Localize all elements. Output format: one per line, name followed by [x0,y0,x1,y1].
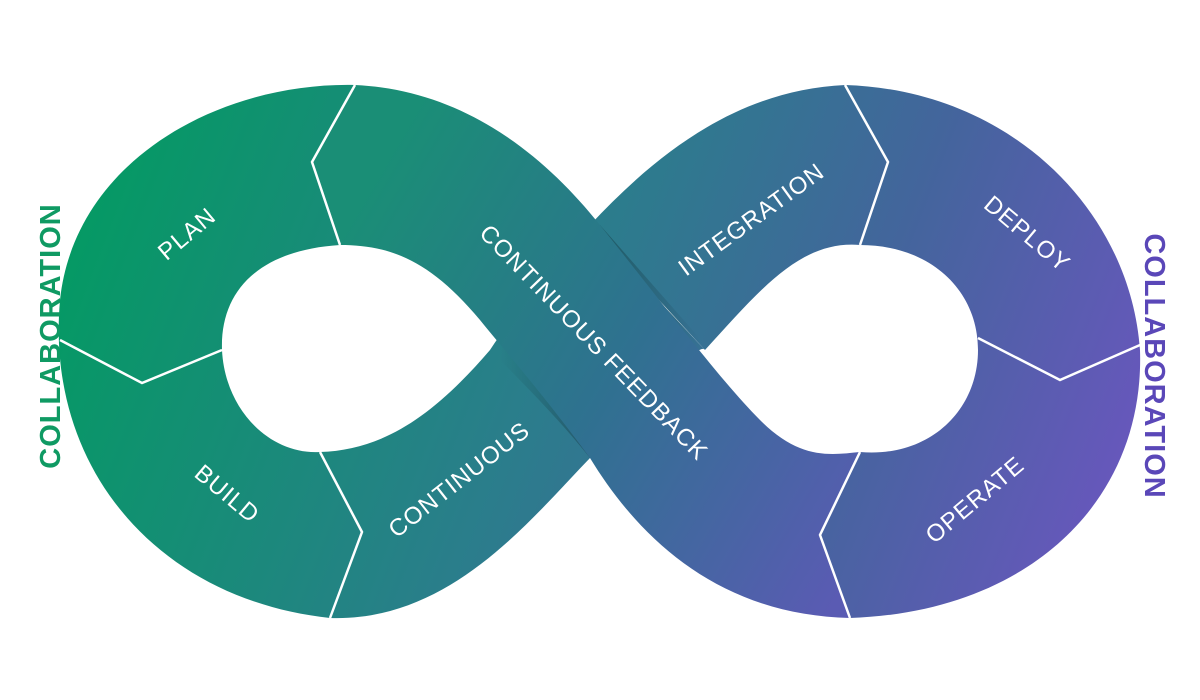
label-collaboration-right: COLLABORATION [1138,233,1170,498]
right-loop [820,85,1141,618]
front-band [312,85,860,618]
divider-top-right [843,84,890,246]
label-collaboration-left: COLLABORATION [35,203,67,468]
back-band-upper [590,85,888,350]
divider-left-mid [59,338,223,385]
divider-bottom-right [818,451,862,619]
divider-right-mid [977,336,1141,382]
left-loop [58,84,363,618]
divider-top-left [310,84,357,246]
divider-bottom-left [318,451,364,619]
